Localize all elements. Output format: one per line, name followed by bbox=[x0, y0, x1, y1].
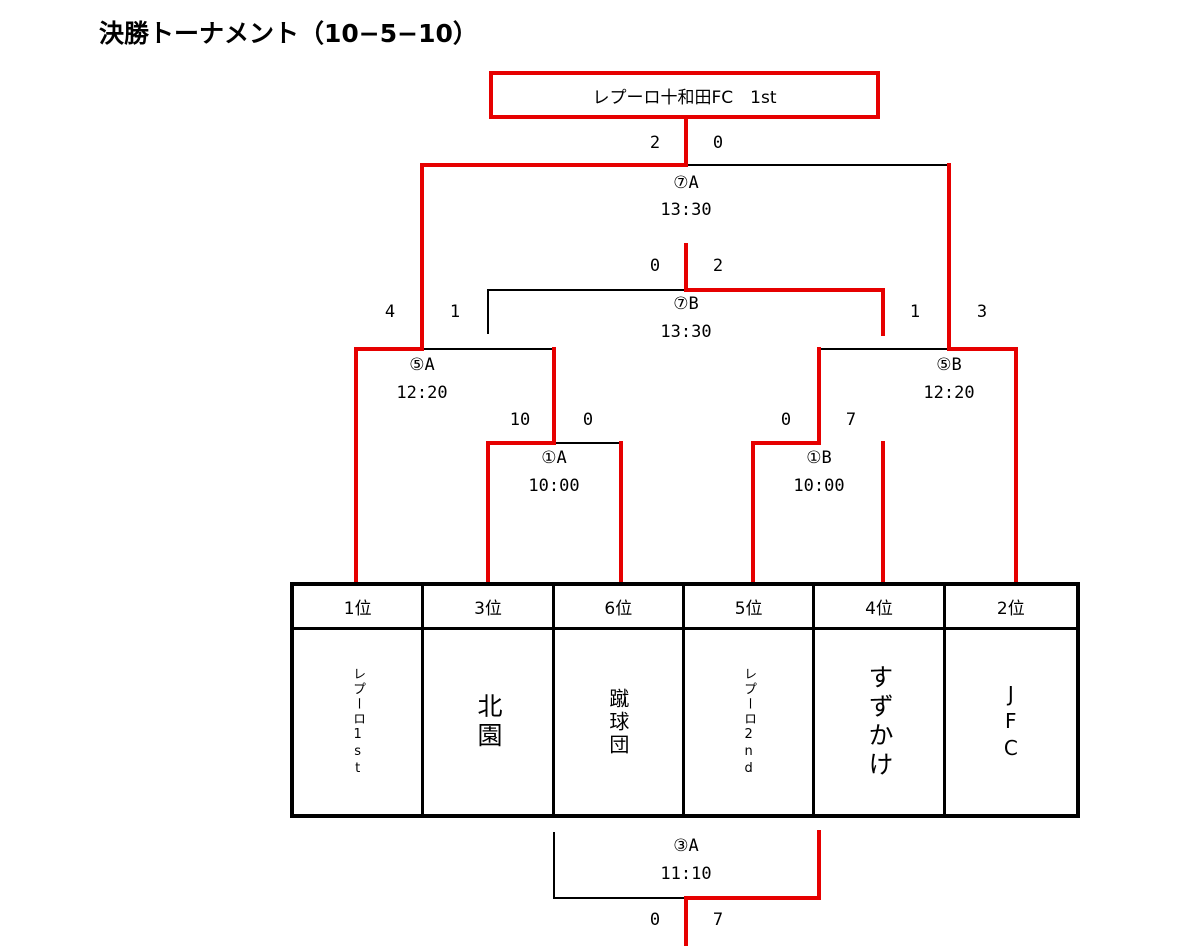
score-5b-left: 1 bbox=[909, 302, 921, 322]
match-1b-time: 10:00 bbox=[793, 476, 845, 496]
match-3a-label: ③A bbox=[673, 836, 699, 856]
score-1b-left: 0 bbox=[780, 410, 792, 430]
win-5a bbox=[354, 347, 424, 582]
match-1b-label: ①B bbox=[806, 448, 832, 468]
team-cell: JFC bbox=[946, 630, 1076, 814]
match-7a-time: 13:30 bbox=[660, 200, 712, 220]
losing-paths bbox=[422, 164, 949, 899]
score-7a-left: 2 bbox=[649, 133, 661, 153]
score-5b-right: 3 bbox=[976, 302, 988, 322]
champion-box: レプーロ十和田FC 1st bbox=[489, 71, 880, 119]
rank-cell: 6位 bbox=[554, 586, 685, 630]
team-cell: レプーロ1st bbox=[294, 630, 425, 814]
team-name: レプーロ2nd bbox=[741, 666, 757, 778]
match-5a-time: 12:20 bbox=[396, 383, 448, 403]
rank-cell: 3位 bbox=[424, 586, 555, 630]
line-3a-left bbox=[553, 832, 686, 899]
team-name: JFC bbox=[998, 681, 1023, 763]
team-cell: 北園 bbox=[424, 630, 555, 814]
score-7b-right: 2 bbox=[712, 256, 724, 276]
team-name: 北園 bbox=[473, 693, 503, 751]
team-name: レプーロ1st bbox=[350, 666, 366, 778]
rank-cell: 2位 bbox=[945, 586, 1076, 630]
match-1a-label: ①A bbox=[541, 448, 567, 468]
rank-cell: 5位 bbox=[684, 586, 816, 630]
team-name: すずかけ bbox=[864, 664, 894, 780]
score-3a-right: 7 bbox=[712, 910, 724, 930]
match-1a-time: 10:00 bbox=[528, 476, 580, 496]
score-7b-left: 0 bbox=[649, 256, 661, 276]
match-3a-time: 11:10 bbox=[660, 864, 712, 884]
score-3a-left: 0 bbox=[649, 910, 661, 930]
match-5a-label: ⑤A bbox=[409, 355, 435, 375]
match-5b-time: 12:20 bbox=[923, 383, 975, 403]
win-1a bbox=[486, 441, 556, 582]
line-7b-left bbox=[487, 289, 686, 334]
winning-paths bbox=[354, 119, 1018, 946]
rank-cell: 1位 bbox=[294, 586, 425, 630]
win-7b bbox=[684, 243, 885, 336]
match-5b-label: ⑤B bbox=[936, 355, 962, 375]
match-7b-time: 13:30 bbox=[660, 322, 712, 342]
score-1b-right: 7 bbox=[845, 410, 857, 430]
score-1a-left: 10 bbox=[509, 410, 531, 430]
score-1a-right: 0 bbox=[582, 410, 594, 430]
match-7a-label: ⑦A bbox=[673, 173, 699, 193]
team-name: 蹴球団 bbox=[605, 687, 630, 757]
score-7a-right: 0 bbox=[712, 133, 724, 153]
win-3a bbox=[684, 830, 821, 946]
team-cell: すずかけ bbox=[815, 630, 946, 814]
score-5a-left: 4 bbox=[384, 302, 396, 322]
team-cell: 蹴球団 bbox=[555, 630, 685, 814]
win-5b bbox=[947, 347, 1018, 582]
team-table: 1位 3位 6位 5位 4位 2位 レプーロ1st 北園 蹴球団 レプーロ2nd… bbox=[290, 582, 1080, 818]
win-7a bbox=[420, 119, 688, 351]
rank-cell: 4位 bbox=[815, 586, 946, 630]
score-5a-right: 1 bbox=[449, 302, 461, 322]
win-1b bbox=[751, 441, 821, 582]
team-cell: レプーロ2nd bbox=[685, 630, 816, 814]
page-title: 決勝トーナメント（10−5−10） bbox=[99, 19, 478, 48]
match-7b-label: ⑦B bbox=[673, 294, 699, 314]
